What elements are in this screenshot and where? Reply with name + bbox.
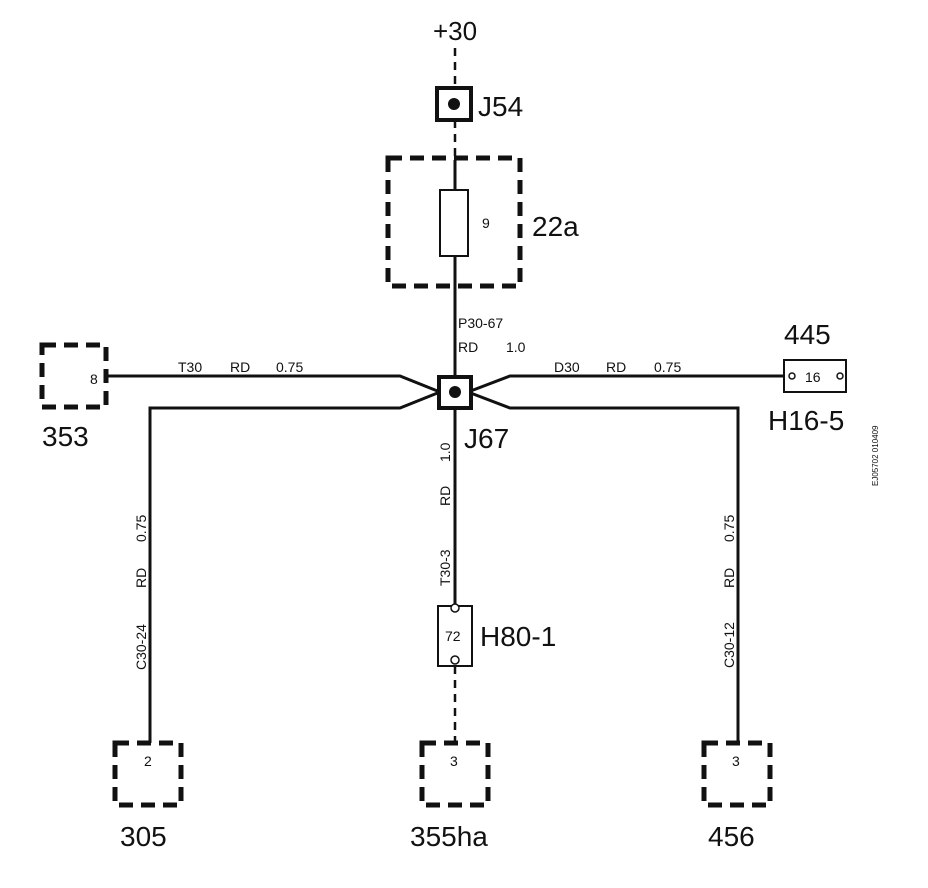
wire-p30-67-id: P30-67 (458, 315, 503, 331)
component-355ha-box (419, 740, 491, 808)
wire-c30-12 (467, 390, 740, 745)
wire-t30-3-size: 1.0 (437, 442, 453, 462)
connector-j54-label: J54 (478, 91, 523, 122)
connector-h80-1-pin: 72 (445, 628, 461, 644)
fuse-number: 9 (482, 215, 490, 231)
component-353-label: 353 (42, 421, 89, 452)
component-445-label: 445 (784, 319, 831, 350)
wire-t30-size: 0.75 (276, 359, 303, 375)
fuse-box-label: 22a (532, 211, 579, 242)
wire-c30-24-id: C30-24 (133, 624, 149, 670)
component-456-box (701, 740, 773, 808)
wire-c30-24-size: 0.75 (133, 515, 149, 542)
connector-j54 (435, 86, 473, 122)
wire-c30-24 (148, 390, 441, 745)
wire-d30-size: 0.75 (654, 359, 681, 375)
wire-c30-12-size: 0.75 (721, 515, 737, 542)
component-456-pin: 3 (732, 753, 740, 769)
component-355ha-pin: 3 (450, 753, 458, 769)
connector-h80-1-label: H80-1 (480, 621, 556, 652)
wire-t30-color: RD (230, 359, 250, 375)
wire-d30-color: RD (606, 359, 626, 375)
splice-j67-label: J67 (464, 423, 509, 454)
component-353-pin: 8 (90, 371, 98, 387)
wire-t30 (106, 374, 441, 394)
wire-d30 (467, 374, 786, 394)
component-355ha-label: 355ha (410, 821, 488, 852)
wire-p30-67-size: 1.0 (506, 339, 526, 355)
component-305-pin: 2 (144, 753, 152, 769)
wire-c30-12-id: C30-12 (721, 622, 737, 668)
wire-d30-id: D30 (554, 359, 580, 375)
wire-t30-3-id: T30-3 (437, 549, 453, 586)
connector-h16-5-pin: 16 (805, 369, 821, 385)
component-305-box (112, 740, 184, 808)
connector-h16-5-label: H16-5 (768, 405, 844, 436)
wire-c30-12-color: RD (721, 568, 737, 588)
wire-t30-id: T30 (178, 359, 202, 375)
wire-p30-67-color: RD (458, 339, 478, 355)
component-456-label: 456 (708, 821, 755, 852)
supply-label: +30 (433, 16, 477, 46)
wire-t30-3-color: RD (437, 486, 453, 506)
splice-j67 (437, 375, 473, 410)
component-305-label: 305 (120, 821, 167, 852)
wire-c30-24-color: RD (133, 568, 149, 588)
connector-h16-5 (783, 359, 847, 393)
figure-reference: EJ05702 010409 (871, 425, 880, 486)
